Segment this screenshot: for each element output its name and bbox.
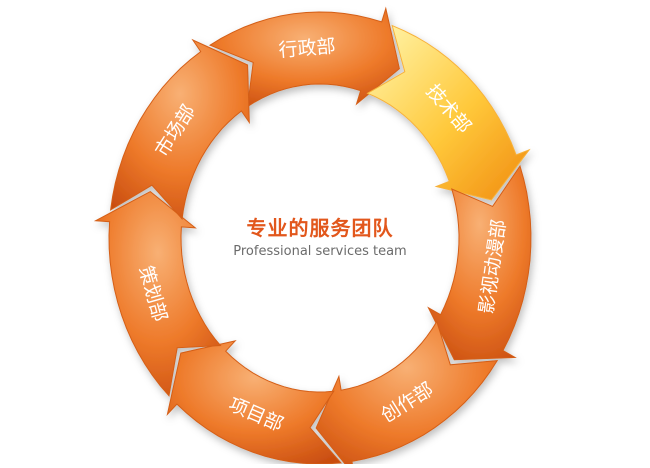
cycle-arrow-3 xyxy=(427,164,532,361)
center-subtitle: Professional services team xyxy=(233,244,407,259)
cycle-arrow-1 xyxy=(208,6,400,108)
cycle-arrow-7 xyxy=(109,38,250,221)
cycle-arrow-4 xyxy=(315,320,499,468)
cycle-arrow-2 xyxy=(366,24,531,201)
cycle-arrow-5 xyxy=(166,340,343,465)
cycle-arrow-6 xyxy=(93,191,222,397)
center-title: 专业的服务团队 xyxy=(246,216,394,240)
cycle-label-1: 行政部 xyxy=(278,35,337,62)
